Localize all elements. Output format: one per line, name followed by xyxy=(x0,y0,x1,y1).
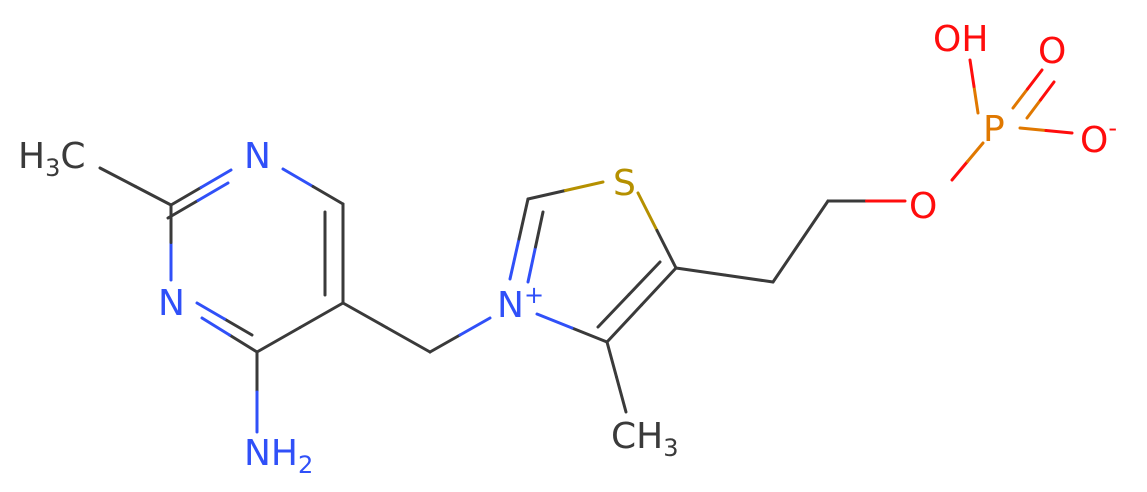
bond-c4-n3-half-b xyxy=(200,316,231,337)
bond-p-o-double-a-half-b xyxy=(1026,68,1044,91)
bond-p-o-double-a-half-a xyxy=(1011,87,1029,110)
bond-c4-n-plus-half-b xyxy=(535,312,574,330)
bond-n1-c6-half-a xyxy=(281,167,315,188)
bond-o-p-half-a xyxy=(950,160,969,182)
atom-label-o-minus: O- xyxy=(1080,114,1117,161)
bond-ch2-ch2-half-b xyxy=(799,199,830,243)
bonds xyxy=(98,58,1074,434)
bond-p-oh-half-a xyxy=(972,85,980,115)
bond-c5-ch2-half-a xyxy=(341,301,388,329)
bond-s-c5-half-b xyxy=(655,229,678,270)
bond-c2-n1-double-half-a xyxy=(166,199,200,220)
bond-c5-ch2-half-b xyxy=(385,326,432,354)
bond-c2-n1-half-b xyxy=(199,168,233,189)
bond-n-c2-thiazole-half-a xyxy=(508,237,521,281)
bond-p-o-minus-half-a xyxy=(1018,126,1048,132)
bond-c5-c4-thiazole-half-b xyxy=(605,303,643,344)
bond-c5-c4-thiazole-half-a xyxy=(640,266,678,307)
atom-label-s: S xyxy=(613,163,636,204)
bond-c2-n1-half-a xyxy=(169,186,203,207)
bond-c2-n1-double-half-b xyxy=(196,181,230,202)
atom-label-p: P xyxy=(983,109,1005,150)
atom-label-oh: OH xyxy=(933,19,988,60)
bond-c2-s-half-a xyxy=(526,189,567,201)
bond-n-c2-thiazole-double-half-b xyxy=(534,210,545,249)
bond-n-c2-thiazole-half-b xyxy=(517,197,530,241)
atom-label-nh2: NH2 xyxy=(244,433,313,479)
bond-c5-c4-half-b xyxy=(255,326,302,354)
bond-c4-n3-double-half-a xyxy=(223,317,254,337)
bond-methyl-c2-half-a xyxy=(98,166,137,188)
bond-c4-n-plus-half-a xyxy=(570,326,609,344)
bond-c4-methyl-half-a xyxy=(605,340,618,379)
atom-label-o-ester: O xyxy=(909,186,937,227)
bond-c5-c4-thiazole-double-half-b xyxy=(596,293,631,329)
bond-c5-c4-half-a xyxy=(298,301,345,329)
atom-label-o-double: O xyxy=(1038,31,1066,72)
bond-ch2-n-plus-half-a xyxy=(428,333,462,354)
bond-c5-c4-thiazole-double-half-a xyxy=(627,260,662,296)
bond-n-c2-thiazole-double-half-a xyxy=(526,245,537,284)
atom-label-ch3: CH3 xyxy=(611,416,679,462)
bond-p-oh-half-b xyxy=(968,58,976,88)
atom-label-n-left: N xyxy=(158,283,185,324)
atom-label-n-plus: N+ xyxy=(497,281,544,326)
bond-c4-n3-double-half-b xyxy=(195,301,226,321)
bond-n1-c6-half-b xyxy=(311,185,345,206)
bond-s-c5-half-a xyxy=(636,191,659,232)
bond-c5-ch2-half-a xyxy=(674,266,726,277)
bond-c4-n3-half-a xyxy=(228,333,259,354)
bond-c4-methyl-half-b xyxy=(615,375,628,414)
bond-ch2-n-plus-half-b xyxy=(458,316,492,337)
bond-p-o-minus-half-b xyxy=(1044,129,1074,135)
bond-c2-s-half-b xyxy=(564,180,605,192)
atom-label-n-top: N xyxy=(244,136,271,177)
bond-c5-ch2-half-b xyxy=(723,273,775,284)
bond-methyl-c2-half-b xyxy=(134,185,173,207)
bond-o-p-half-b xyxy=(966,141,985,163)
bond-ch2-ch2-half-a xyxy=(771,240,802,284)
atom-label-h3c: H3C xyxy=(18,136,86,182)
bond-p-o-double-b-half-b xyxy=(1039,80,1056,102)
bond-p-o-double-b-half-a xyxy=(1025,98,1042,120)
